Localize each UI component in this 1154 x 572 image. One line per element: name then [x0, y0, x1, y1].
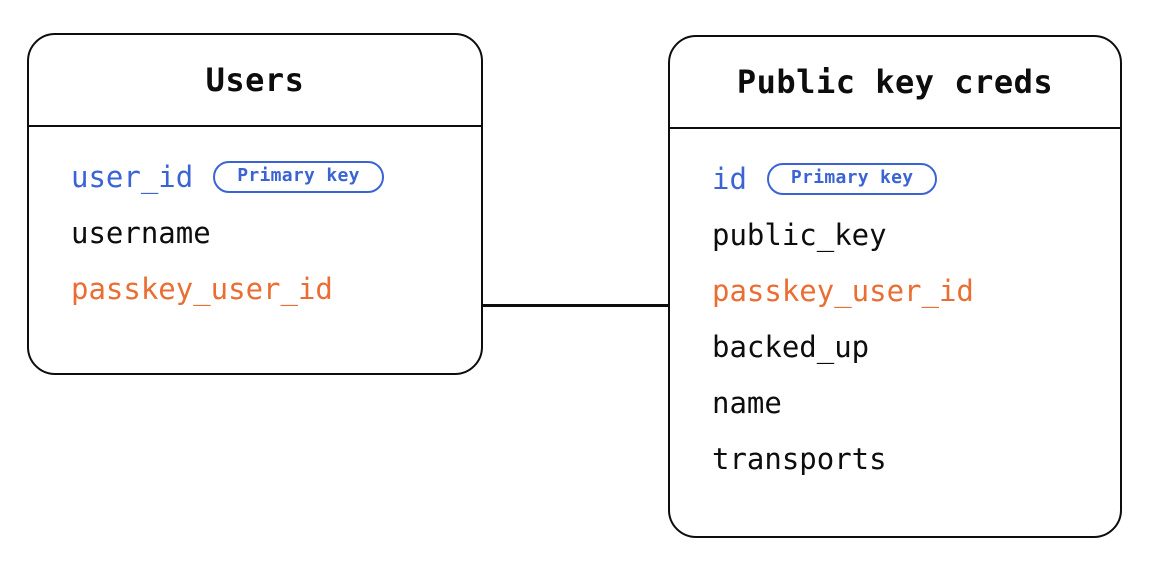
field-row[interactable]: passkey_user_id [29, 261, 481, 317]
entity-card-public-key-creds[interactable]: Public key creds id Primary key public_k… [668, 35, 1122, 538]
entity-title: Public key creds [736, 63, 1054, 101]
entity-fields-public-key-creds: id Primary key public_key passkey_user_i… [670, 129, 1120, 509]
field-name: passkey_user_id [71, 271, 333, 306]
entity-title: Users [205, 61, 305, 99]
field-row[interactable]: username [29, 205, 481, 261]
field-name: passkey_user_id [712, 273, 974, 308]
relationship-connector-line [481, 304, 670, 307]
entity-header-users: Users [29, 35, 481, 127]
field-row[interactable]: id Primary key [670, 151, 1120, 207]
field-row[interactable]: transports [670, 431, 1120, 487]
field-row[interactable]: user_id Primary key [29, 149, 481, 205]
field-row[interactable]: backed_up [670, 319, 1120, 375]
entity-card-users[interactable]: Users user_id Primary key username passk… [27, 33, 483, 375]
entity-fields-users: user_id Primary key username passkey_use… [29, 127, 481, 339]
entity-header-public-key-creds: Public key creds [670, 37, 1120, 129]
primary-key-badge: Primary key [766, 162, 938, 196]
field-name: name [712, 385, 782, 420]
field-row[interactable]: name [670, 375, 1120, 431]
field-row[interactable]: public_key [670, 207, 1120, 263]
field-name: transports [712, 441, 887, 476]
primary-key-badge: Primary key [213, 160, 384, 194]
field-name: public_key [712, 217, 887, 252]
field-name: backed_up [712, 329, 870, 364]
field-row[interactable]: passkey_user_id [670, 263, 1120, 319]
field-name: user_id [71, 159, 194, 194]
field-name: username [71, 215, 211, 250]
field-name: id [712, 161, 747, 196]
